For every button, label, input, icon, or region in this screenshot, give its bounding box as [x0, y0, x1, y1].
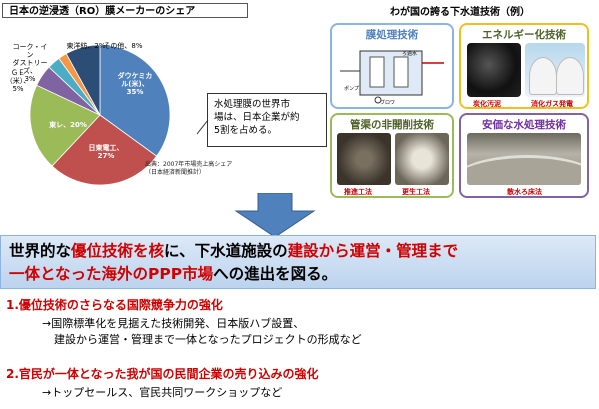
digester-tank-left — [529, 57, 557, 95]
label-nitto: 日東電工、 27% — [86, 144, 126, 160]
panel-pipe: 管渠の非開削技術 推進工法 更生工法 — [330, 113, 454, 198]
label-other-line1: その他、8% — [103, 42, 143, 50]
pie-slice-6 — [65, 44, 101, 116]
panel-membrane: 膜処理技術 ろ過水 ポンプ ブロワ — [330, 23, 454, 109]
caption-jacking: 推進工法 — [344, 188, 372, 196]
banner-emphasis: 優位技術を核 — [71, 242, 165, 260]
rehab-image — [395, 133, 449, 185]
label-other: その他、8% — [103, 42, 143, 50]
market-callout: 水処理膜の世界市 場は、日本企業が約 5割を占める。 — [207, 93, 327, 147]
item-2-heading: 2.官民が一体となった我が国の民間企業の売り込みの強化 — [6, 367, 319, 381]
item-1-heading: 1.優位技術のさらなる国際競争力の強化 — [6, 298, 223, 312]
label-koch-line3: 3% — [24, 75, 36, 83]
label-ge-line1: ＧＥ（米）、 — [5, 69, 31, 85]
item-1-detail-line2: 建設から運営・管理まで一体となったプロジェクトの形成など — [54, 333, 362, 346]
trickling-filter-image — [467, 133, 581, 185]
label-koch-line2: ダストリーズ、 — [12, 59, 48, 75]
caption-carbonized-sludge: 炭化汚泥 — [473, 100, 501, 108]
jacking-image — [337, 133, 391, 185]
label-dow-line1: ダウケミカ — [117, 72, 153, 80]
banner-text: への進出を図る。 — [213, 265, 338, 283]
label-koch-line1: コーク・イン — [12, 43, 48, 59]
trickling-filter-basin — [467, 155, 581, 185]
callout-line1: 水処理膜の世界市 — [214, 99, 291, 110]
label-toyobo: 東洋紡、2% — [66, 42, 106, 50]
caption-digester-gas: 消化ガス発電 — [531, 100, 573, 108]
callout-line3: 5割を占める。 — [214, 125, 278, 136]
caption-rehab: 更生工法 — [402, 188, 430, 196]
digester-gas-image — [525, 43, 585, 97]
panel-cheap-title: 安価な水処理技術 — [482, 119, 566, 131]
down-arrow-icon — [234, 193, 316, 238]
policy-banner: 世界的な優位技術を核に、下水道施設の建設から運営・管理まで 一体となった海外のP… — [0, 235, 596, 289]
source-line1: 出典：2007年市場売上高シェア — [145, 161, 233, 168]
pie-slice-2 — [29, 84, 101, 167]
pie-svg — [29, 44, 171, 186]
pie-chart: ダウケミカ ル(米)、 35% 日東電工、 27% 東レ、20% ＧＥ（米）、 … — [0, 20, 205, 195]
item-1-detail-line1: →国際標準化を見据えた技術開発、日本版ハブ設置、 — [42, 317, 305, 330]
banner-line2: 一体となった海外のPPP市場への進出を図る。 — [9, 263, 587, 286]
label-nitto-line2: 27% — [97, 152, 115, 160]
callout-line2: 場は、日本企業が約 — [214, 112, 300, 123]
banner-emphasis: 一体となった — [9, 265, 102, 283]
banner-emphasis: 建設から運営・管理まで — [287, 242, 459, 260]
carbonized-sludge-image — [467, 43, 521, 97]
label-dow-line3: 35% — [126, 88, 144, 96]
caption-trickling: 散水ろ床法 — [507, 188, 542, 196]
diagram-label-filtrate: ろ過水 — [402, 51, 418, 57]
diagram-label-blower: ブロワ — [380, 100, 396, 106]
label-toray-line1: 東レ、20% — [49, 121, 87, 129]
banner-line1: 世界的な優位技術を核に、下水道施設の建設から運営・管理まで — [9, 240, 587, 263]
item-2-detail: →トップセールス、官民共同ワークショップなど — [42, 386, 283, 399]
chart-source: 出典：2007年市場売上高シェア （日本経済新聞推計） — [145, 161, 265, 176]
banner-emphasis: 海外のPPP市場 — [101, 265, 214, 283]
digester-tank-right — [556, 57, 584, 95]
pie-slice-1 — [51, 114, 158, 186]
label-ge: ＧＥ（米）、 5% — [0, 69, 36, 93]
label-koch: コーク・イン ダストリーズ、 3% — [10, 43, 50, 83]
label-ge-line2: 5% — [12, 85, 24, 93]
label-nitto-line1: 日東電工、 — [88, 144, 124, 152]
panel-energy-title: エネルギー化技術 — [482, 29, 566, 41]
membrane-diagram — [340, 50, 444, 104]
label-toyobo-line1: 東洋紡、2% — [66, 42, 106, 50]
banner-text: に、下水道施設の — [164, 242, 288, 260]
panel-pipe-title: 管渠の非開削技術 — [350, 119, 434, 131]
pie-chart-title: 日本の逆浸透（RO）膜メーカーのシェア — [2, 3, 248, 18]
banner-text: 世界的な — [9, 242, 72, 260]
callout-pointer — [196, 119, 209, 135]
source-line2: （日本経済新聞推計） — [145, 168, 206, 176]
panel-energy: エネルギー化技術 炭化汚泥 消化ガス発電 — [459, 23, 589, 109]
label-dow-line2: ル(米)、 — [121, 80, 149, 88]
label-dow: ダウケミカ ル(米)、 35% — [115, 72, 155, 96]
panel-membrane-title: 膜処理技術 — [365, 29, 419, 41]
pie-slice-0 — [99, 44, 171, 157]
tech-title: わが国の誇る下水道技術（例） — [390, 7, 530, 18]
label-toray: 東レ、20% — [48, 121, 88, 129]
diagram-label-pump: ポンプ — [344, 86, 359, 92]
panel-cheap: 安価な水処理技術 散水ろ床法 — [459, 113, 589, 198]
